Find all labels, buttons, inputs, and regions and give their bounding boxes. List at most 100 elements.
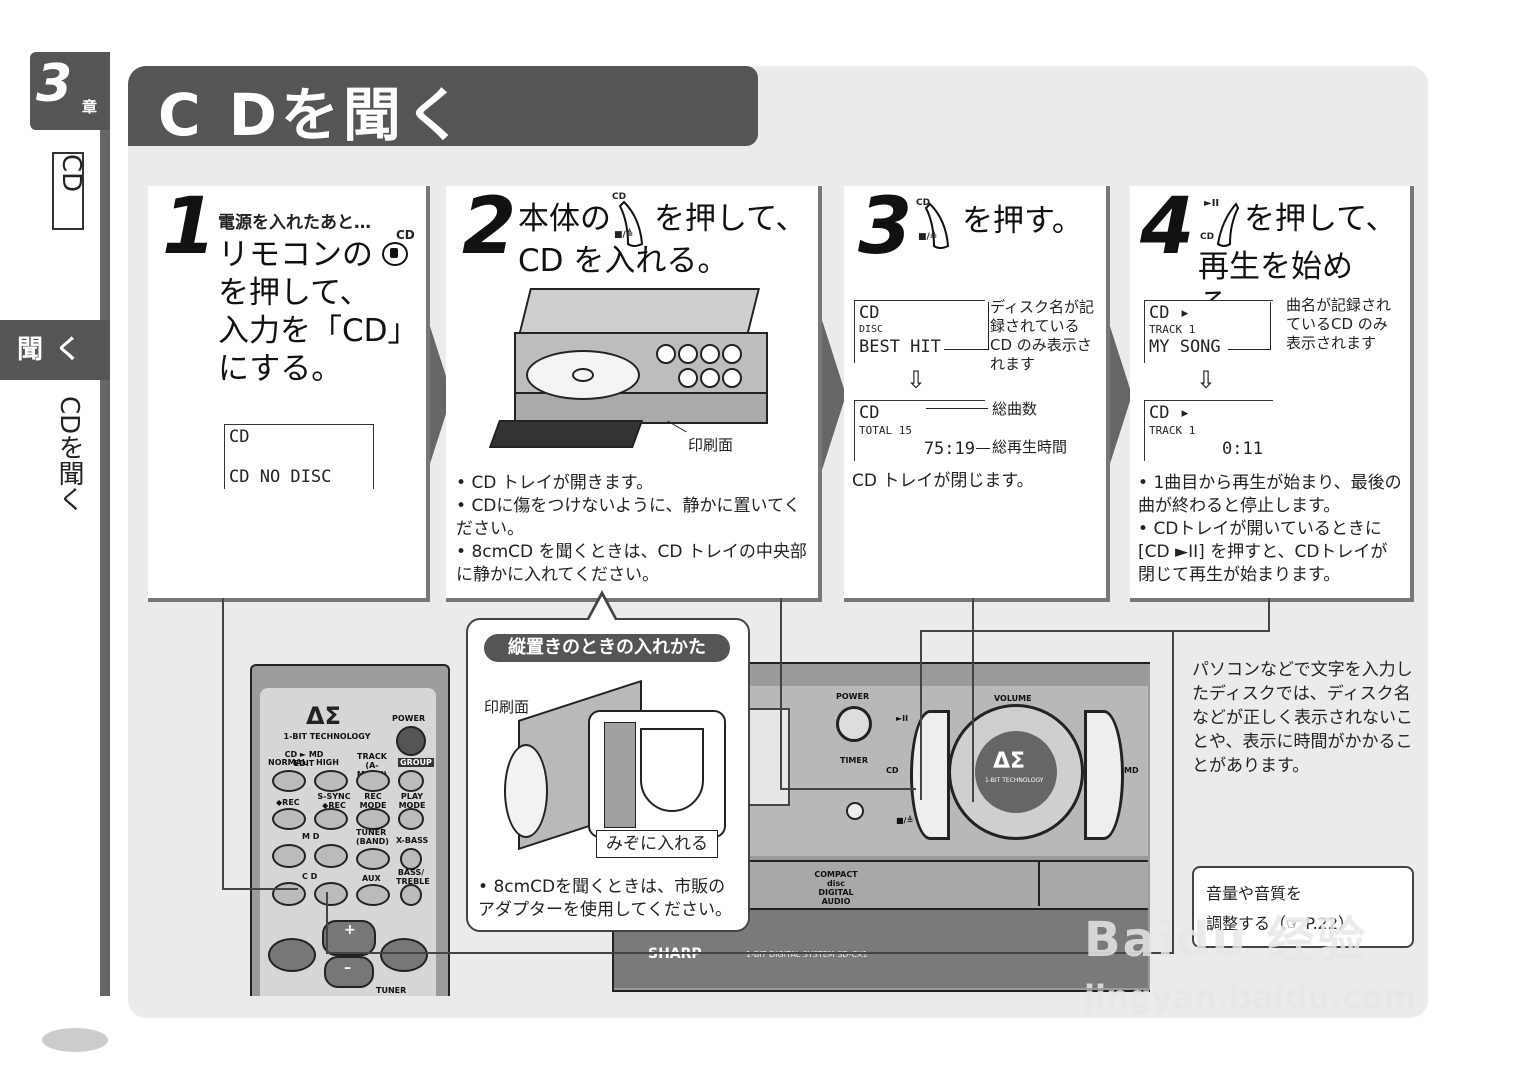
step-text-line: を押して、 [218,275,371,311]
step-number: 2 [462,182,517,272]
reference-link[interactable]: 調整する（☞ P.22） [1206,914,1355,933]
connector-line [1268,598,1270,630]
remote-aux-button[interactable] [356,884,390,906]
remote-brand-symbol: ΔΣ [306,702,341,730]
display-line: TOTAL 15 [859,424,912,437]
unit-label: ■/≜ [896,816,914,825]
remote-button[interactable] [356,808,390,830]
display-line: CD [229,427,250,447]
chapter-tab [30,52,110,130]
display-panel: CD DISC BEST HIT [854,300,985,363]
unit-button [722,344,742,364]
remote-button[interactable] [272,770,306,792]
display-line: BEST HIT [859,337,941,357]
arrow-down-icon: ⇩ [1196,366,1217,394]
step-3-card: 3 CD ■/≜ を押す。 CD DISC BEST HIT ディスク名が記録さ… [844,186,1110,602]
callout-print-side: 印刷面 [484,698,530,716]
unit-power-button[interactable] [836,706,872,742]
step-arrow [822,320,846,470]
step-text-line: を押して、 [654,201,807,237]
remote-skip-back[interactable] [268,938,316,972]
remote-power-button[interactable] [396,726,426,756]
unit-button [700,368,720,388]
remote-volume-down[interactable] [324,956,374,988]
section-tab[interactable]: 聞く [0,320,110,380]
remote-skip-forward[interactable] [380,938,428,972]
vertical-placement-box: 縦置きのときの入れかた 印刷面 みぞに入れる • 8cmCDを聞くときは、市販の… [466,618,750,932]
step-text: を押す。 [962,203,1083,239]
remote-button[interactable] [356,770,390,792]
remote-label: TUNER [376,986,407,995]
remote-button[interactable] [356,848,390,870]
step-text-line: を押して、 [1244,201,1397,237]
display-note: 曲名が記録されているCD のみ表示されます [1286,296,1392,352]
unit-label: TIMER [840,756,869,765]
volume-dial[interactable]: ΔΣ 1-BIT TECHNOLOGY [948,704,1084,840]
connector-line [326,892,328,954]
remote-button[interactable] [400,884,422,906]
remote-button[interactable] [314,770,348,792]
unit-top [518,288,760,336]
vertical-placement-title: 縦置きのときの入れかた [484,634,730,662]
title-banner [128,66,758,146]
remote-button[interactable] [398,808,424,830]
callout-line [976,448,990,449]
step-arrow [1108,320,1132,470]
unit-eject-button-icon [618,200,644,247]
connector-line [1172,630,1174,954]
step-text-line: にする。 [218,351,343,387]
cd-disc [504,744,548,838]
remote-button[interactable] [272,808,306,830]
unit-cd-button[interactable] [910,710,950,840]
notes-list: • 1曲目から再生が始まり、最後の曲が終わると停止します。 • CDトレイが開い… [1138,472,1404,587]
unit-label: COMPACT disc DIGITAL AUDIO [814,870,858,906]
display-line: CD ▸ [1149,303,1190,323]
unit-md-button[interactable] [1084,710,1124,840]
remote-label: X-BASS [396,836,429,845]
unit-label: MD [1124,766,1139,775]
remote-md-play-button[interactable] [314,844,348,868]
remote-control: ΔΣ 1-BIT TECHNOLOGY POWER CD ► MD EDIT N… [250,664,450,996]
display-line: CD [859,403,880,423]
unit-sensor [846,802,864,820]
remote-cd-button-icon [382,242,408,266]
remote-label: TUNER (BAND) [356,828,389,846]
display-line: CD [859,303,880,323]
watermark-url: jingyan.baidu.com [1084,978,1417,1016]
remote-label: BASS/ TREBLE [396,868,430,886]
remote-cd-stop-button[interactable] [272,882,306,906]
unit-brand-text: 1-BIT TECHNOLOGY [985,777,1044,784]
remote-button[interactable] [398,770,424,792]
unit-play-button-icon [1216,202,1240,247]
remote-label: C D [302,872,318,881]
display-line: TRACK 1 [1149,323,1196,336]
remote-button[interactable] [314,808,348,830]
unit-button [656,344,676,364]
callout-line [1228,349,1270,350]
note-item: • CD トレイが開きます。 [456,473,654,493]
remote-label: M D [302,832,320,841]
unit-button [678,344,698,364]
display-line: TRACK 1 [1149,424,1196,437]
display-line: MY SONG [1149,337,1221,357]
remote-md-stop-button[interactable] [272,844,306,868]
remote-label: AUX [362,874,381,883]
remote-button[interactable] [400,848,422,870]
label-total-tracks: 総曲数 [992,400,1038,418]
remote-volume-up[interactable] [322,920,376,956]
unit-button [722,368,742,388]
unit-brand-symbol: ΔΣ [993,749,1026,774]
step-text-line: 本体の [518,201,611,237]
callout-line [926,408,988,409]
note-text: CDに傷をつけないように、静かに置いてください。 [456,496,801,539]
unit-button [678,368,698,388]
label-total-time: 総再生時間 [992,438,1068,456]
remote-cd-play-button[interactable] [314,882,348,906]
display-line: 75:19 [923,439,975,459]
page-title: C Dを聞く [158,81,467,149]
detail-zoom-circle [588,710,726,838]
note-item: • CDトレイが開いているときに[CD ►II] を押すと、CDトレイが閉じて再… [1138,519,1388,585]
step-note: CD トレイが閉じます。 [852,471,1034,491]
chapter-kanji: 章 [82,98,98,116]
watermark-logo: Baidu 经验 [1084,912,1367,968]
